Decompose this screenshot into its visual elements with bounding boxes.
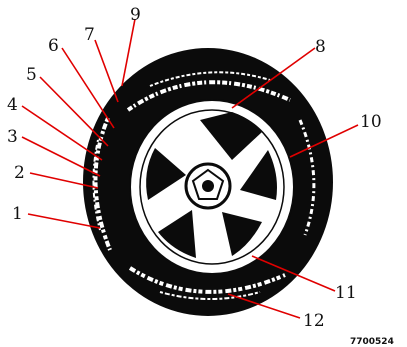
callout-label-10: 10: [360, 112, 382, 132]
leader-line-4: [22, 106, 102, 160]
callout-label-4: 4: [7, 95, 18, 115]
callout-label-1: 1: [12, 204, 23, 224]
wheel-center-cap: [202, 180, 214, 192]
leader-line-7: [95, 40, 118, 102]
callout-label-8: 8: [315, 37, 326, 57]
callout-label-12: 12: [303, 311, 325, 331]
callout-label-2: 2: [14, 163, 25, 183]
figure-code: 7700524: [350, 337, 394, 347]
leader-line-5: [40, 77, 108, 146]
wheel: [130, 100, 294, 274]
callout-label-7: 7: [84, 25, 95, 45]
callout-label-9: 9: [130, 5, 141, 25]
leader-line-6: [62, 48, 114, 128]
callout-label-6: 6: [48, 36, 59, 56]
callout-label-11: 11: [335, 283, 357, 303]
callout-label-3: 3: [7, 127, 18, 147]
callout-label-5: 5: [26, 65, 37, 85]
